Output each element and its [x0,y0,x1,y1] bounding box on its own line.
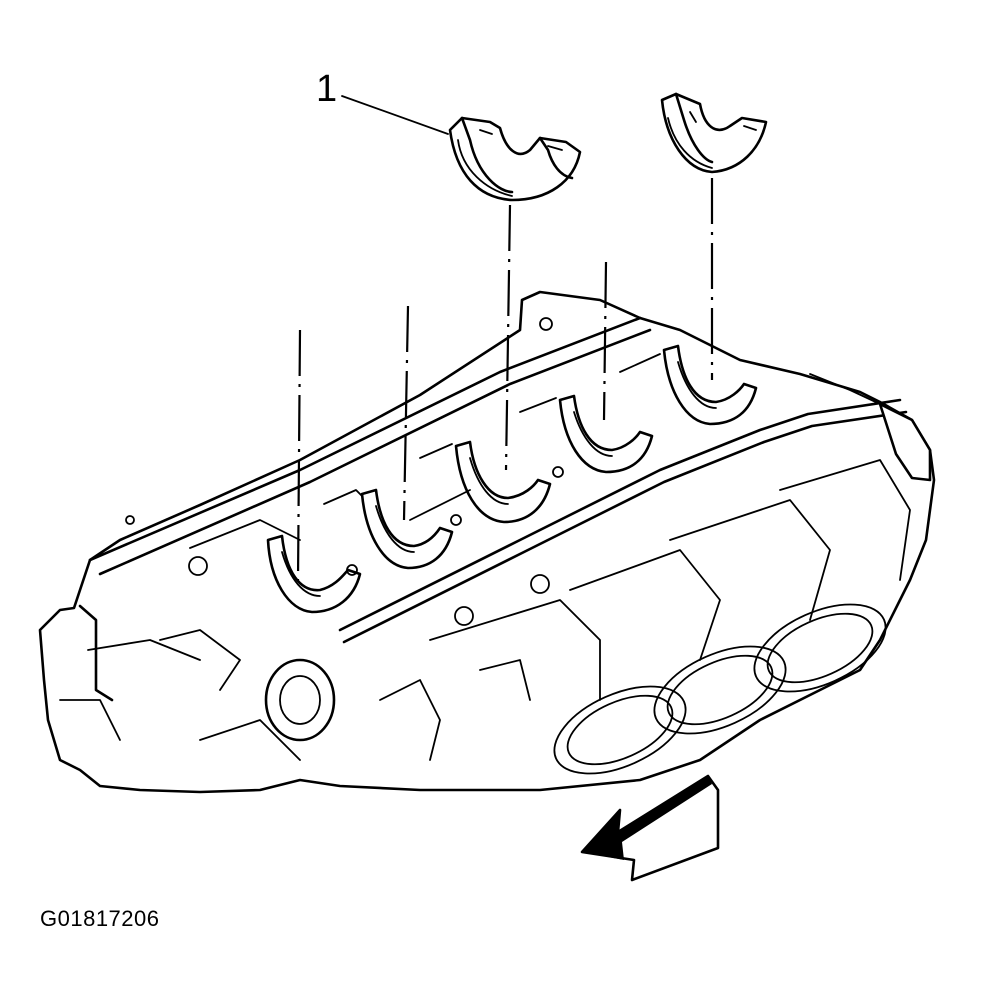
bearing-half-shell-icon [660,92,768,174]
bearing-half-shell-icon [448,116,582,202]
engine-block-icon [38,290,936,794]
callout-leader [341,95,449,135]
callout-number-1: 1 [316,68,338,110]
figure-id: G01817206 [40,906,160,931]
direction-arrow-icon [580,774,720,882]
